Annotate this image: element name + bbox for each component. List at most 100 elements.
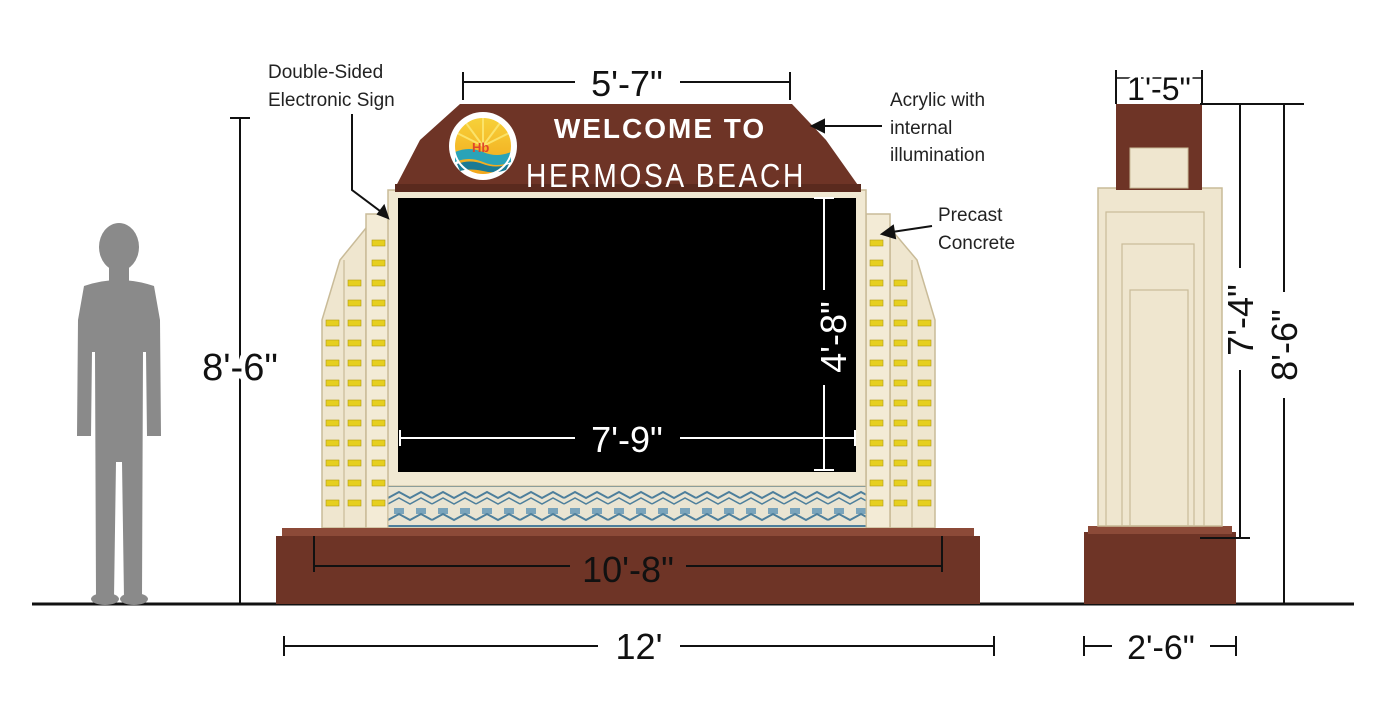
accent-light-block — [371, 259, 386, 267]
accent-light-block — [371, 419, 386, 427]
accent-light-block — [325, 439, 340, 447]
callout-leaders — [351, 114, 933, 240]
accent-light-block — [325, 339, 340, 347]
callout-electronic-sign-line1: Double-Sided — [268, 62, 383, 83]
dimension-lines — [230, 70, 1304, 656]
accent-light-block — [893, 459, 908, 467]
accent-light-block — [869, 459, 884, 467]
accent-light-block — [347, 439, 362, 447]
accent-light-block — [893, 319, 908, 327]
accent-light-block — [917, 419, 932, 427]
accent-light-block — [347, 399, 362, 407]
accent-light-block — [869, 279, 884, 287]
logo-mark: Hb — [472, 140, 489, 155]
accent-light-block — [893, 299, 908, 307]
accent-light-block — [325, 399, 340, 407]
accent-light-block — [325, 419, 340, 427]
sign-line-welcome: WELCOME TO — [554, 113, 766, 144]
accent-light-block — [371, 479, 386, 487]
accent-light-block — [869, 359, 884, 367]
accent-light-block — [917, 479, 932, 487]
accent-light-block — [917, 499, 932, 507]
accent-light-block — [893, 439, 908, 447]
acrylic-cap — [395, 104, 860, 188]
sign-line-hermosa: HERMOSA BEACH — [526, 157, 806, 195]
dim-base-width: 10'-8" — [582, 549, 674, 590]
side-elevation — [1084, 104, 1236, 604]
accent-light-block — [371, 319, 386, 327]
accent-light-block — [893, 479, 908, 487]
accent-light-block — [893, 419, 908, 427]
dim-side-column-height: 7'-4" — [1220, 284, 1261, 356]
accent-light-block — [893, 279, 908, 287]
accent-light-block — [325, 459, 340, 467]
accent-light-block — [917, 319, 932, 327]
main-sign-front: Hb WELCOME TO HERMOSA BEACH — [276, 104, 980, 604]
accent-light-block — [347, 279, 362, 287]
accent-light-block — [325, 479, 340, 487]
accent-light-block — [347, 319, 362, 327]
dim-overall-width: 12' — [616, 626, 663, 667]
accent-light-block — [869, 379, 884, 387]
callout-acrylic-line3: illumination — [890, 145, 985, 166]
accent-light-block — [371, 499, 386, 507]
accent-light-block — [371, 239, 386, 247]
accent-light-block — [869, 299, 884, 307]
accent-light-block — [347, 419, 362, 427]
dim-side-base-depth: 2'-6" — [1127, 629, 1195, 667]
accent-light-block — [917, 439, 932, 447]
accent-light-block — [893, 379, 908, 387]
accent-light-block — [893, 499, 908, 507]
callout-electronic-sign-line2: Electronic Sign — [268, 90, 395, 111]
callout-precast-line1: Precast — [938, 205, 1003, 226]
accent-light-block — [325, 379, 340, 387]
accent-light-block — [893, 339, 908, 347]
accent-light-block — [917, 339, 932, 347]
accent-light-block — [869, 339, 884, 347]
accent-light-block — [917, 399, 932, 407]
accent-light-block — [347, 339, 362, 347]
dim-cap-width: 5'-7" — [591, 63, 663, 104]
accent-light-block — [371, 279, 386, 287]
accent-light-block — [869, 499, 884, 507]
accent-light-block — [869, 479, 884, 487]
accent-light-block — [325, 319, 340, 327]
brick-base — [276, 536, 980, 604]
decorative-tile-band — [387, 485, 867, 529]
dim-side-cap-depth: 1'-5" — [1127, 71, 1191, 107]
accent-light-block — [869, 399, 884, 407]
accent-light-block — [347, 379, 362, 387]
accent-light-block — [347, 359, 362, 367]
dim-overall-height-front: 8'-6" — [202, 347, 278, 389]
accent-light-block — [917, 359, 932, 367]
accent-light-block — [917, 459, 932, 467]
accent-light-block — [893, 359, 908, 367]
accent-light-block — [869, 419, 884, 427]
accent-light-block — [371, 379, 386, 387]
dim-screen-height: 4'-8" — [813, 301, 854, 373]
accent-light-block — [347, 299, 362, 307]
accent-light-block — [371, 299, 386, 307]
accent-light-block — [869, 259, 884, 267]
dim-screen-width: 7'-9" — [591, 419, 663, 460]
electronic-screen — [398, 198, 856, 472]
human-scale-figure — [77, 223, 161, 605]
accent-light-block — [869, 439, 884, 447]
city-logo: Hb — [449, 112, 517, 180]
accent-lights — [325, 239, 932, 507]
callout-acrylic-line2: internal — [890, 118, 952, 139]
accent-light-block — [325, 359, 340, 367]
accent-light-block — [371, 359, 386, 367]
accent-light-block — [869, 239, 884, 247]
callout-precast-line2: Concrete — [938, 233, 1015, 254]
accent-light-block — [917, 379, 932, 387]
accent-light-block — [325, 499, 340, 507]
accent-light-block — [347, 499, 362, 507]
accent-light-block — [347, 479, 362, 487]
accent-light-block — [347, 459, 362, 467]
accent-light-block — [371, 459, 386, 467]
dim-overall-height-side: 8'-6" — [1264, 309, 1305, 381]
accent-light-block — [893, 399, 908, 407]
callout-acrylic-line1: Acrylic with — [890, 90, 985, 111]
